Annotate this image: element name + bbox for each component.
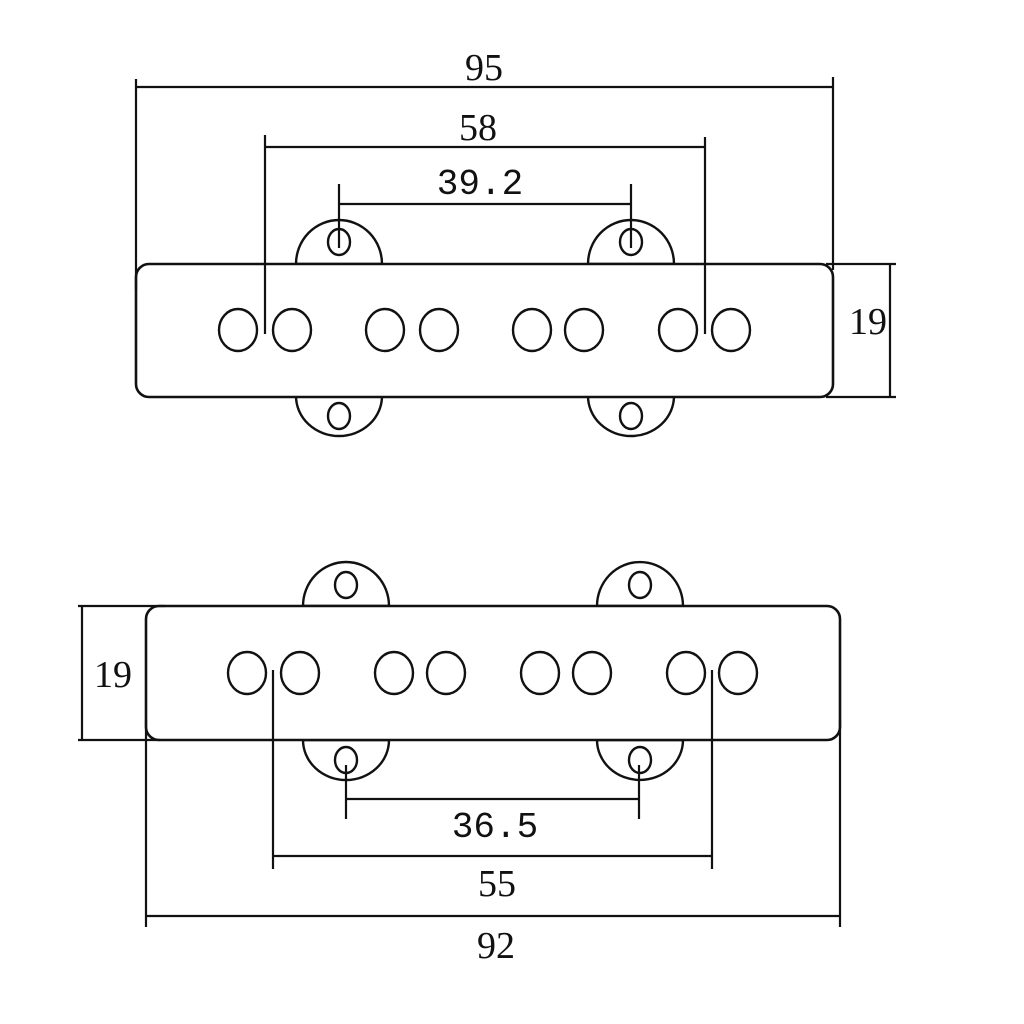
dimension-label: 95 bbox=[465, 47, 503, 89]
dimension-height: 19 bbox=[826, 262, 896, 399]
mounting-ear bbox=[595, 560, 685, 608]
dimension-mount-spacing: 39.2 bbox=[337, 164, 633, 248]
mounting-ear bbox=[294, 394, 384, 438]
pole-pieces bbox=[226, 650, 759, 696]
pickup-body bbox=[134, 262, 835, 399]
pole-piece bbox=[217, 307, 259, 353]
pole-piece bbox=[373, 650, 415, 696]
pole-piece bbox=[226, 650, 268, 696]
dimension-label: 55 bbox=[478, 863, 516, 905]
dimension-mount-spacing: 36.5 bbox=[344, 765, 641, 848]
dimension-overall-length: 95 bbox=[134, 47, 835, 290]
pickup-body bbox=[144, 604, 842, 742]
dimension-label: 19 bbox=[94, 654, 132, 696]
pole-piece bbox=[571, 650, 613, 696]
pole-piece bbox=[717, 650, 759, 696]
pole-pieces bbox=[217, 307, 752, 353]
mounting-ear bbox=[301, 560, 391, 608]
pickup-top: 95 58 39.2 19 bbox=[134, 47, 896, 438]
pole-piece bbox=[511, 307, 553, 353]
dimension-label: 92 bbox=[477, 925, 515, 967]
pole-piece bbox=[665, 650, 707, 696]
mounting-ear bbox=[595, 738, 685, 782]
pickup-bottom: 19 36.5 55 92 bbox=[78, 560, 842, 967]
pole-piece bbox=[425, 650, 467, 696]
pole-piece bbox=[519, 650, 561, 696]
pole-piece bbox=[279, 650, 321, 696]
pole-piece bbox=[418, 307, 460, 353]
pole-piece bbox=[271, 307, 313, 353]
mounting-ear bbox=[586, 394, 676, 438]
dimension-label: 19 bbox=[849, 301, 887, 343]
dimension-height: 19 bbox=[78, 604, 165, 742]
pole-piece bbox=[563, 307, 605, 353]
dimension-label: 39.2 bbox=[437, 164, 523, 205]
dimension-pole-span: 58 bbox=[263, 107, 707, 334]
pole-piece bbox=[657, 307, 699, 353]
mounting-ear bbox=[301, 738, 391, 782]
pole-piece bbox=[364, 307, 406, 353]
pole-piece bbox=[710, 307, 752, 353]
dimension-label: 58 bbox=[459, 107, 497, 149]
dimension-overall-length: 92 bbox=[144, 720, 842, 967]
dimension-pole-span: 55 bbox=[271, 670, 714, 905]
dimension-label: 36.5 bbox=[452, 807, 538, 848]
